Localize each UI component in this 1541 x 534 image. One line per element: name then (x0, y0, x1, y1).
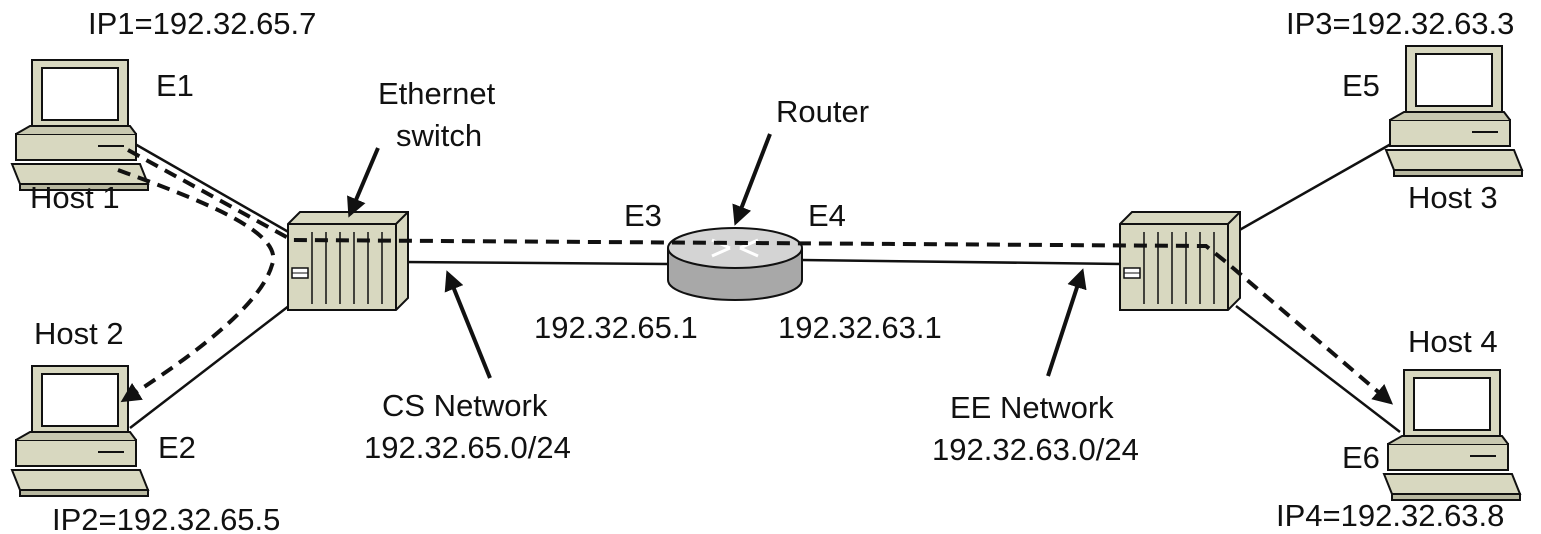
link-router-switch2 (801, 258, 1123, 266)
cs-network-prefix-label: 192.32.65.0/24 (364, 430, 571, 465)
host4-name-label: Host 4 (1408, 324, 1498, 359)
link-host2-switch (129, 301, 295, 429)
cs-network-name-label: CS Network (382, 388, 548, 423)
switch-label-line2: switch (396, 118, 482, 153)
host3-computer-icon[interactable] (1385, 45, 1523, 177)
switch-pointer-arrow (347, 147, 380, 218)
router-right-ip-label: 192.32.63.1 (778, 310, 942, 345)
link-switch2-host3 (1235, 138, 1399, 234)
packet-path-host1-host4 (127, 148, 1394, 405)
ethernet-switch-icon[interactable] (287, 211, 409, 311)
router-left-iface-label: E3 (624, 198, 662, 233)
ee-network-pointer-arrow (1046, 268, 1087, 377)
host2-iface-label: E2 (158, 430, 196, 465)
ee-network-name-label: EE Network (950, 390, 1114, 425)
host3-ip-label: IP3=192.32.63.3 (1286, 6, 1514, 41)
link-host1-switch (127, 138, 293, 236)
router-left-ip-label: 192.32.65.1 (534, 310, 698, 345)
cs-network-pointer-arrow (444, 270, 492, 379)
host1-iface-label: E1 (156, 68, 194, 103)
host3-iface-label: E5 (1342, 68, 1380, 103)
host1-name-label: Host 1 (30, 180, 120, 215)
ee-network-prefix-label: 192.32.63.0/24 (932, 432, 1139, 467)
router-right-iface-label: E4 (808, 198, 846, 233)
router-label: Router (776, 94, 869, 129)
switch-label-line1: Ethernet (378, 76, 496, 111)
host1-computer-icon[interactable] (11, 59, 149, 191)
router-icon[interactable] (667, 227, 803, 301)
link-switch2-host4 (1235, 305, 1401, 433)
host4-iface-label: E6 (1342, 440, 1380, 475)
host1-ip-label: IP1=192.32.65.7 (88, 6, 316, 41)
host2-computer-icon[interactable] (11, 365, 149, 497)
host4-computer-icon[interactable] (1383, 369, 1521, 501)
host4-ip-label: IP4=192.32.63.8 (1276, 498, 1504, 533)
link-switch-router (401, 260, 669, 266)
router-pointer-arrow (732, 133, 772, 226)
packet-path-host1-host2 (117, 168, 276, 403)
host2-name-label: Host 2 (34, 316, 124, 351)
host3-name-label: Host 3 (1408, 180, 1498, 215)
host2-ip-label: IP2=192.32.65.5 (52, 502, 280, 534)
